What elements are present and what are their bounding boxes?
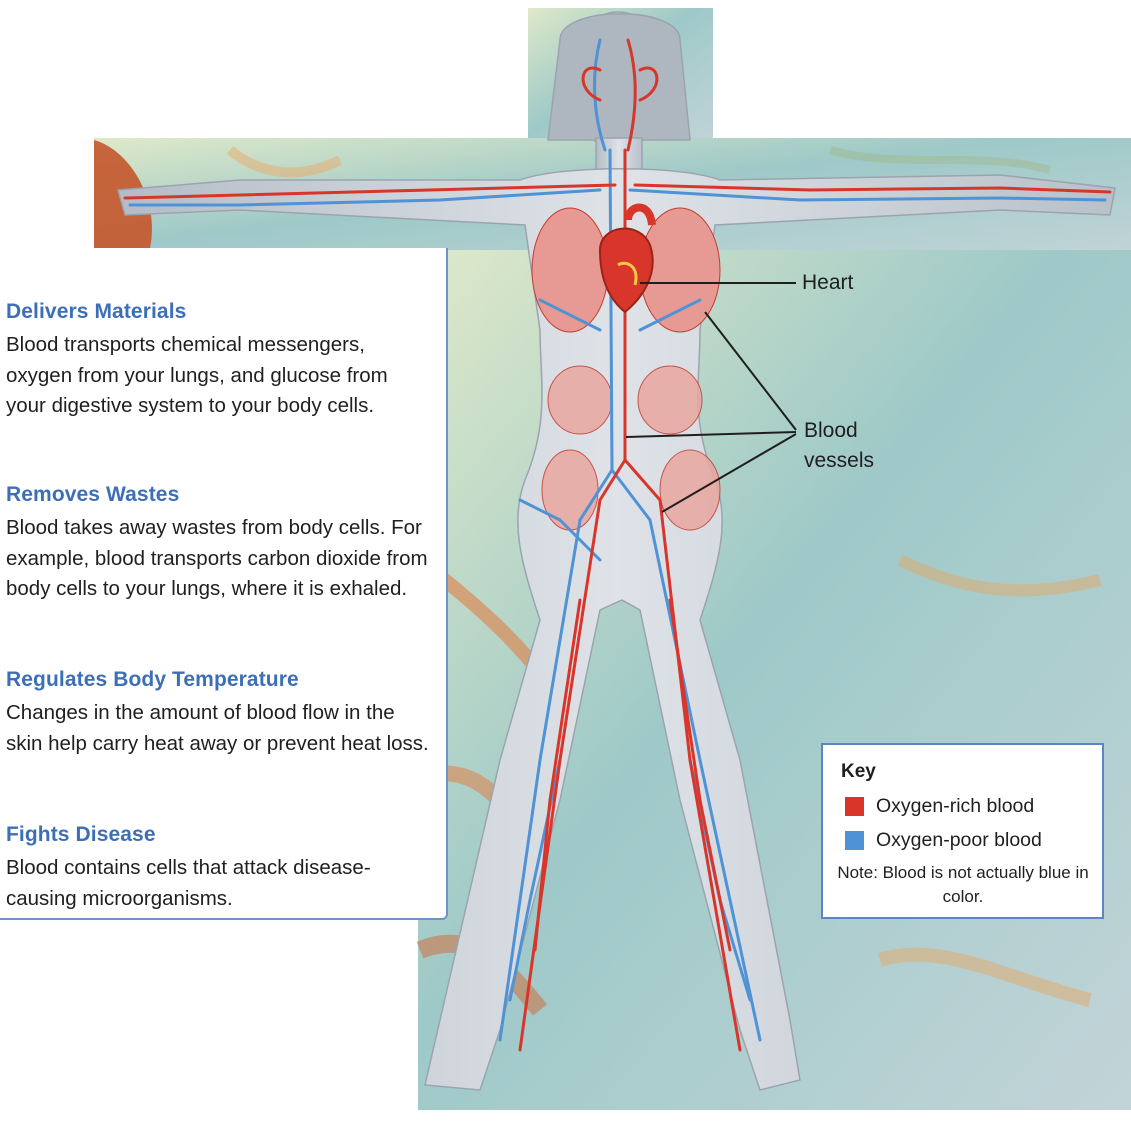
legend-key: Key Oxygen-rich blood Oxygen-poor blood … bbox=[821, 743, 1104, 919]
legend-note: Note: Blood is not actually blue in colo… bbox=[837, 863, 1089, 906]
section-regulates-temperature: Regulates Body Temperature Changes in th… bbox=[6, 668, 431, 759]
section-body: Blood contains cells that attack disease… bbox=[6, 856, 371, 910]
heart-label: Heart bbox=[802, 271, 854, 294]
section-delivers-materials: Delivers Materials Blood transports chem… bbox=[6, 300, 431, 422]
blood-functions-panel: Delivers Materials Blood transports chem… bbox=[0, 248, 448, 920]
section-heading: Fights Disease bbox=[6, 823, 156, 846]
legend-item-oxygen-poor: Oxygen-poor blood bbox=[845, 829, 1042, 851]
legend-label: Oxygen-rich blood bbox=[876, 794, 1035, 817]
section-removes-wastes: Removes Wastes Blood takes away wastes f… bbox=[6, 483, 431, 605]
section-heading: Removes Wastes bbox=[6, 483, 180, 506]
section-heading: Delivers Materials bbox=[6, 300, 187, 323]
section-fights-disease: Fights Disease Blood contains cells that… bbox=[6, 823, 431, 914]
blood-vessels-label: Blood vessels bbox=[804, 419, 875, 472]
section-body: Changes in the amount of blood flow in t… bbox=[6, 701, 429, 755]
arteries bbox=[123, 38, 1112, 1052]
section-body: Blood takes away wastes from body cells.… bbox=[6, 516, 428, 600]
red-swatch bbox=[845, 796, 864, 816]
section-body: Blood transports chemical messengers, ox… bbox=[6, 333, 388, 417]
legend-label: Oxygen-poor blood bbox=[876, 828, 1042, 851]
legend-title: Key bbox=[841, 761, 876, 782]
abdominal-vessels bbox=[541, 365, 721, 531]
heart-organ bbox=[598, 203, 656, 314]
section-heading: Regulates Body Temperature bbox=[6, 668, 299, 691]
blue-swatch bbox=[845, 830, 864, 850]
callout-lines bbox=[625, 282, 797, 513]
legend-item-oxygen-rich: Oxygen-rich blood bbox=[845, 795, 1034, 817]
human-body bbox=[117, 11, 1116, 1091]
